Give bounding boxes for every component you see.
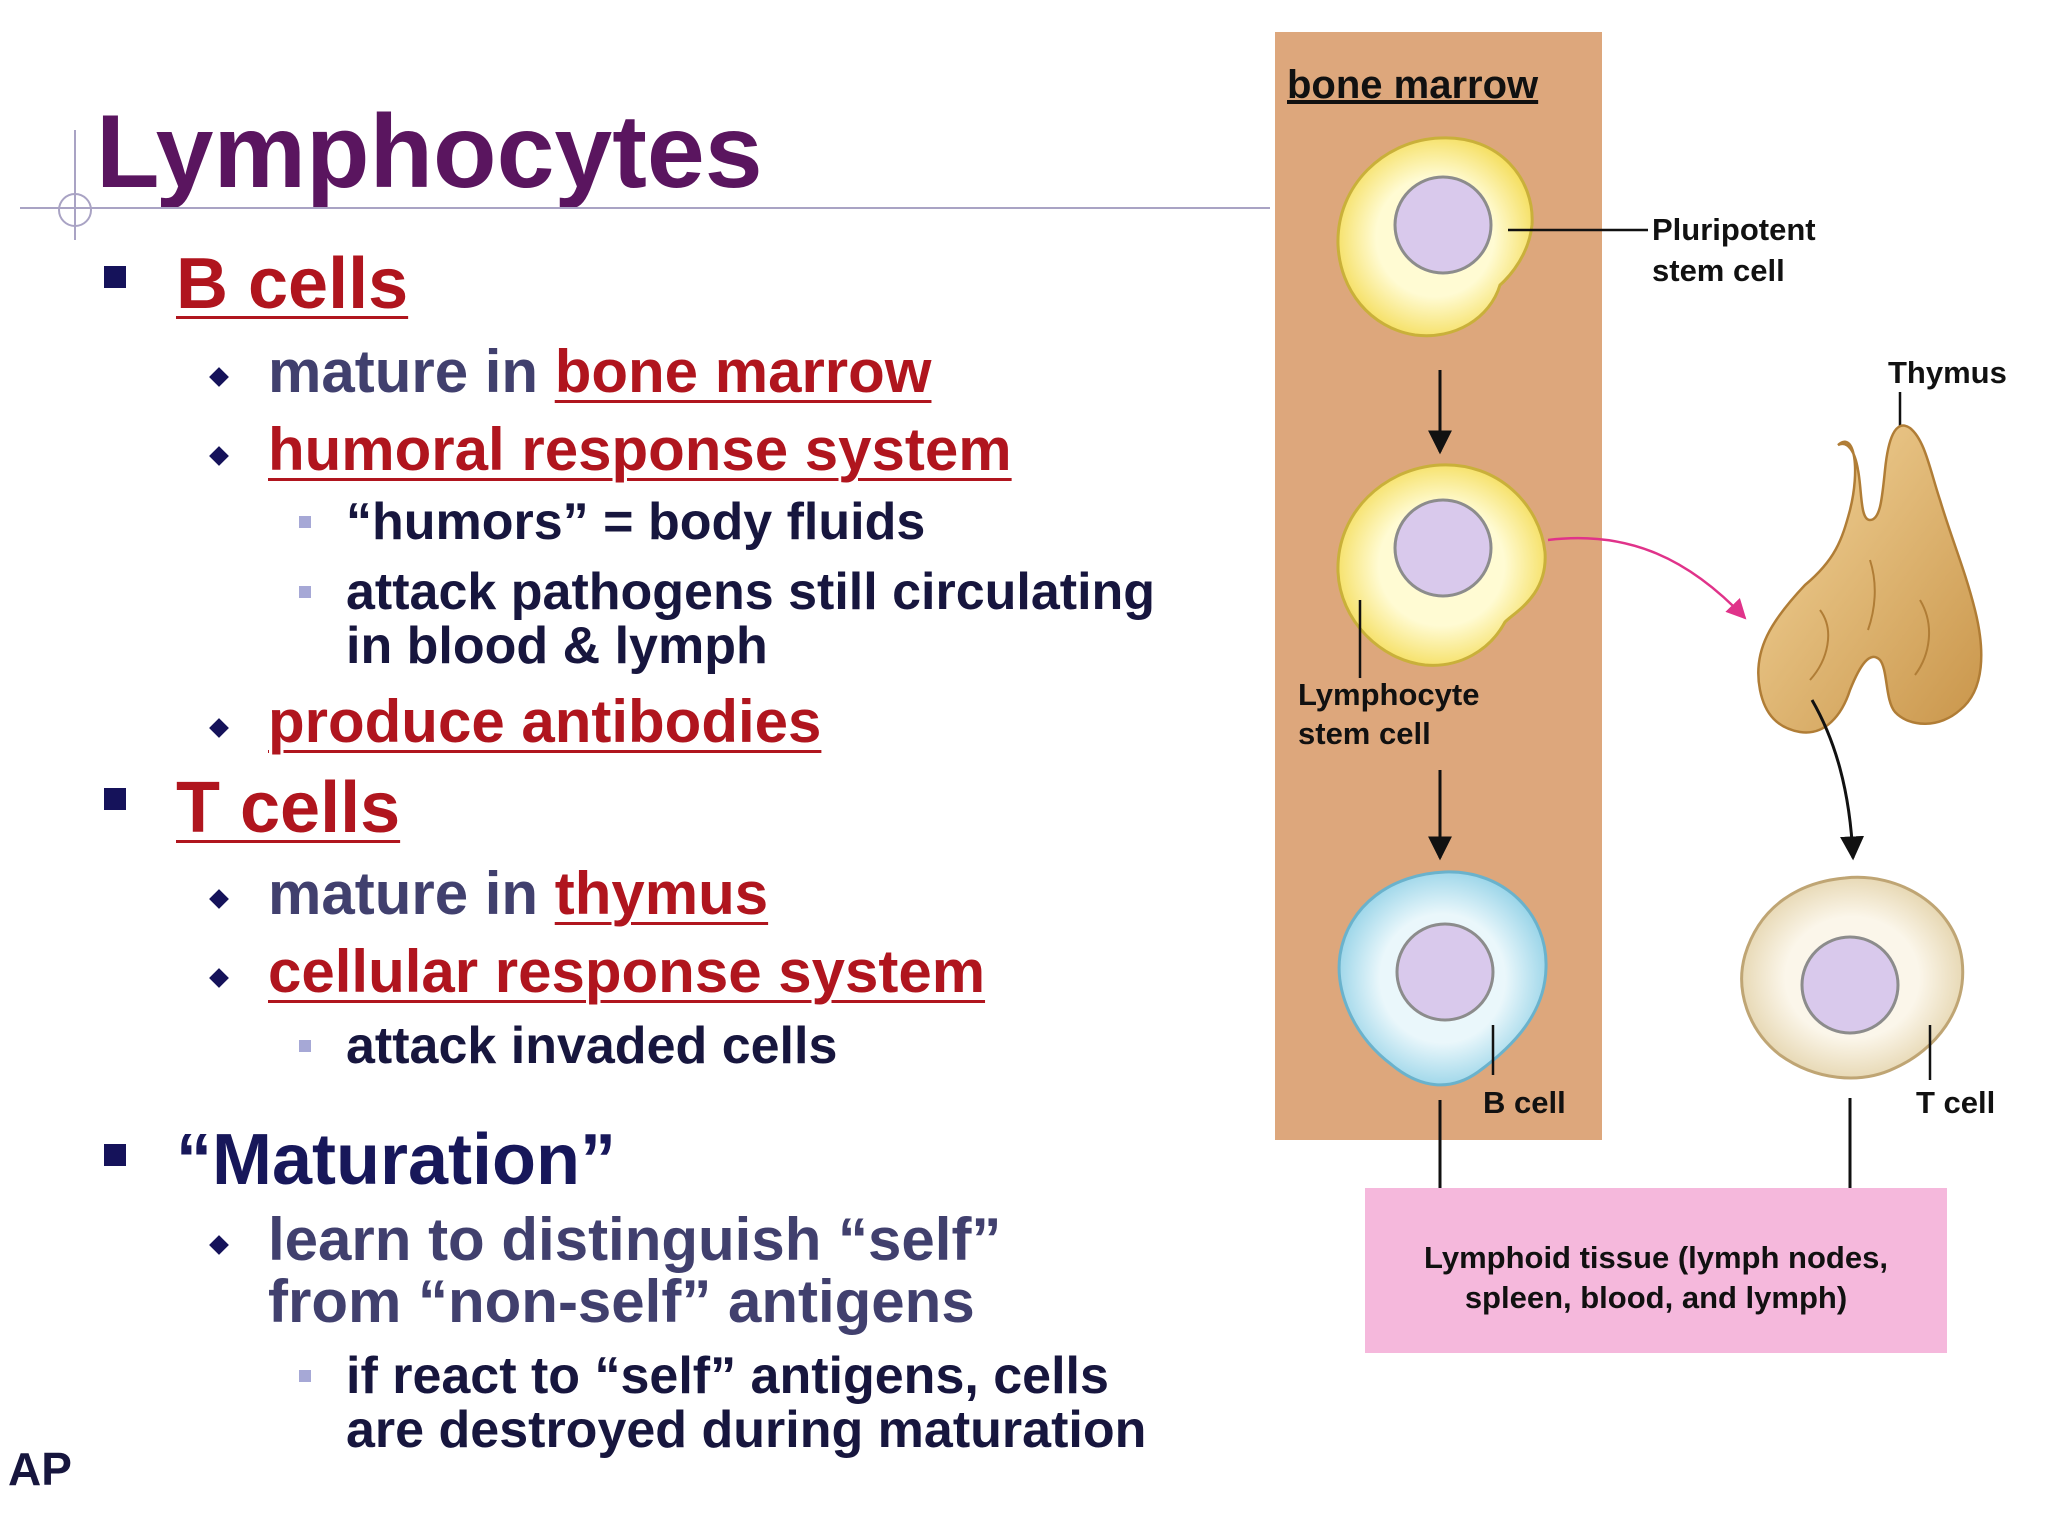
cellular-response: cellular response system bbox=[268, 938, 986, 1005]
bullet-small-square-icon bbox=[299, 1370, 311, 1382]
react-self-line1: if react to “self” antigens, cells bbox=[346, 1347, 1109, 1405]
slide-title: Lymphocytes bbox=[96, 94, 763, 210]
bone-marrow-label: bone marrow bbox=[1287, 63, 1539, 107]
t-cell-label: T cell bbox=[1916, 1085, 1995, 1120]
produce-antibodies: produce antibodies bbox=[268, 688, 822, 755]
title-divider bbox=[20, 207, 1270, 209]
nucleus bbox=[1393, 175, 1493, 275]
bullet-square-icon bbox=[104, 788, 126, 810]
learn-distinguish-line2: from “non-self” antigens bbox=[268, 1268, 975, 1335]
attack-pathogens-line2: in blood & lymph bbox=[346, 617, 768, 675]
attack-pathogens-line1: attack pathogens still circulating bbox=[346, 563, 1156, 621]
t-cells-heading: T cells bbox=[176, 768, 401, 848]
thymus-lobe-lines bbox=[1809, 559, 1931, 681]
attack-invaded-cells: attack invaded cells bbox=[346, 1017, 838, 1075]
mature-prefix: mature in bbox=[268, 860, 555, 927]
nucleus bbox=[1393, 498, 1493, 598]
lymphoid-tissue-box bbox=[1365, 1188, 1947, 1353]
arrow-to-thymus bbox=[1547, 536, 1747, 620]
thymus-organ bbox=[1757, 424, 1983, 734]
thymus-label: Thymus bbox=[1888, 355, 2007, 390]
arrow-to-t-cell bbox=[1810, 699, 1865, 861]
footer-ap: AP bbox=[8, 1443, 72, 1495]
maturation-heading: “Maturation” bbox=[176, 1120, 616, 1200]
humoral-response: humoral response system bbox=[268, 416, 1012, 483]
title-decoration-line bbox=[74, 130, 76, 240]
nucleus bbox=[1395, 922, 1495, 1022]
bullet-square-icon bbox=[104, 266, 126, 288]
bullet-small-square-icon bbox=[299, 1040, 311, 1052]
bullet-square-icon bbox=[104, 1144, 126, 1166]
mature-place-bone-marrow: bone marrow bbox=[554, 338, 932, 405]
humors-definition: “humors” = body fluids bbox=[346, 493, 926, 551]
react-self-line2: are destroyed during maturation bbox=[346, 1401, 1147, 1459]
bullet-small-square-icon bbox=[299, 586, 311, 598]
b-cells-mature: mature in bone marrow bbox=[268, 342, 931, 402]
nucleus bbox=[1800, 935, 1900, 1035]
lymphoid-tissue-line1: Lymphoid tissue (lymph nodes, bbox=[1424, 1240, 1888, 1275]
title-decoration-circle bbox=[58, 193, 92, 227]
mature-place-thymus: thymus bbox=[554, 860, 769, 927]
lymphoid-tissue-line2: spleen, blood, and lymph) bbox=[1465, 1280, 1847, 1315]
bullet-small-square-icon bbox=[299, 516, 311, 528]
b-cells-heading: B cells bbox=[176, 244, 409, 324]
lymphocyte-label-line1: Lymphocyte bbox=[1298, 677, 1479, 712]
lymphocyte-label-line2: stem cell bbox=[1298, 716, 1431, 751]
pluripotent-label-line1: Pluripotent bbox=[1652, 212, 1816, 247]
mature-prefix: mature in bbox=[268, 338, 555, 405]
learn-distinguish-line1: learn to distinguish “self” bbox=[268, 1206, 1002, 1273]
b-cell-label: B cell bbox=[1483, 1085, 1566, 1120]
pluripotent-label-line2: stem cell bbox=[1652, 253, 1785, 288]
t-cells-mature: mature in thymus bbox=[268, 864, 768, 924]
